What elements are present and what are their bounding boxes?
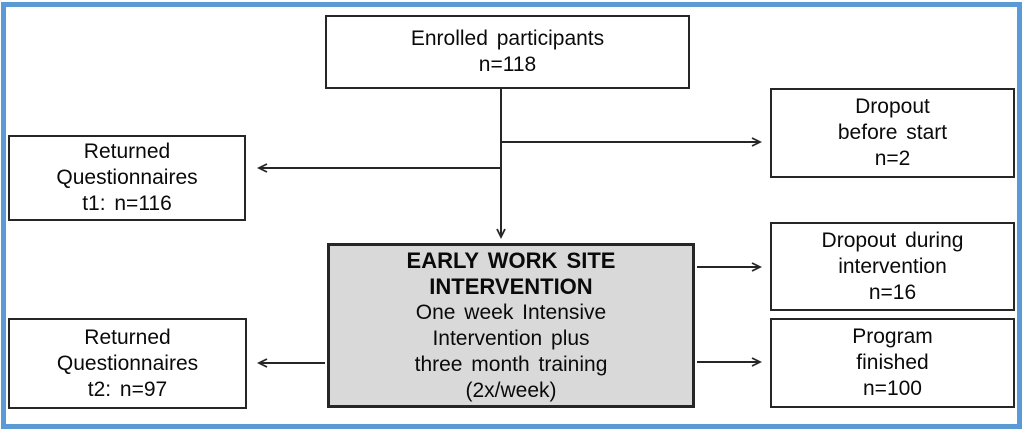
box-text-line: Intervention plus: [432, 326, 590, 350]
box-text-line: t1: n=116: [82, 192, 172, 215]
box-text-line: Dropout during: [821, 228, 964, 252]
box-text-line: n=2: [874, 147, 911, 170]
box-text-line: Program: [852, 325, 933, 348]
box-text-line: n=100: [863, 377, 922, 400]
box-text-line: t2: n=97: [87, 377, 168, 401]
intervention-title-line: EARLY WORK SITE: [406, 247, 616, 273]
enrolled-participants-box: Enrolled participants n=118: [325, 15, 690, 89]
box-text-line: One week Intensive: [415, 300, 607, 324]
outer-border: [1, 2, 1022, 429]
box-text-line: (2x/week): [465, 378, 557, 402]
box-text-line: Dropout: [855, 95, 930, 118]
box-text-line: Questionnaires: [56, 166, 198, 189]
box-text-line: finished: [856, 351, 929, 374]
intervention-title-line: INTERVENTION: [429, 273, 593, 299]
box-text-line: intervention: [838, 254, 947, 278]
box-text-line: three month training: [414, 352, 608, 376]
box-text-line: Questionnaires: [56, 351, 199, 375]
box-text-line: Enrolled participants: [410, 27, 605, 50]
box-text-line: Returned: [84, 325, 171, 349]
box-text-line: n=118: [478, 53, 537, 76]
dropout-before-start-box: Dropout before start n=2: [770, 88, 1015, 178]
returned-questionnaires-t2-box: Returned Questionnaires t2: n=97: [8, 318, 247, 409]
intervention-box: EARLY WORK SITE INTERVENTION One week In…: [327, 243, 695, 408]
box-text-line: Returned: [83, 140, 171, 163]
dropout-during-intervention-box: Dropout during intervention n=16: [770, 222, 1015, 311]
returned-questionnaires-t1-box: Returned Questionnaires t1: n=116: [8, 135, 246, 221]
box-text-line: n=16: [868, 280, 917, 304]
program-finished-box: Program finished n=100: [770, 318, 1015, 408]
box-text-line: before start: [837, 121, 948, 144]
